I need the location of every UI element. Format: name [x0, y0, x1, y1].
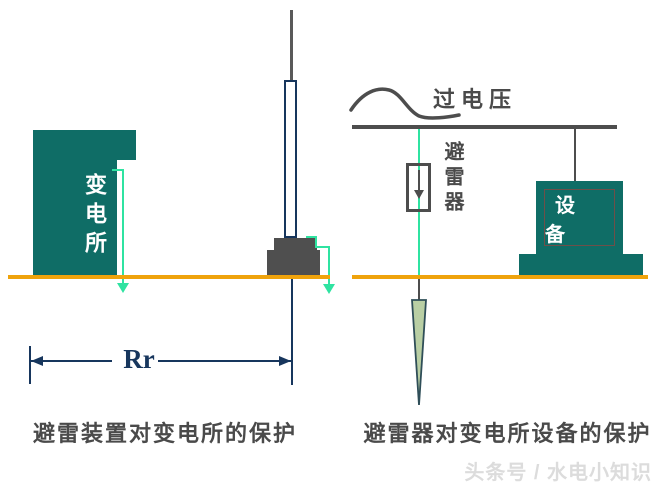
- ground-electrode-spike-icon: [411, 299, 427, 406]
- bus-line: [352, 125, 617, 129]
- overvoltage-label: 过电压: [433, 87, 518, 112]
- dimension-tick-left: [29, 346, 31, 384]
- rod-conductor-seg1: [306, 236, 317, 238]
- equipment-label: 设备: [545, 194, 585, 246]
- equipment-drop-line: [574, 129, 576, 181]
- electrode-lead-line: [418, 279, 420, 301]
- rod-base-lower: [267, 250, 320, 276]
- rod-conductor-arrowhead-icon: [323, 284, 335, 294]
- ground-line-left: [8, 275, 330, 279]
- dimension-arrowhead-left-icon: [31, 356, 43, 366]
- arrester-symbol-box: [406, 163, 431, 212]
- rod-base-upper: [274, 238, 317, 250]
- radius-label: Rr: [123, 344, 155, 374]
- equipment-box: 设备: [536, 181, 623, 254]
- right-caption: 避雷器对变电所设备的保护: [363, 421, 652, 446]
- ground-line-right: [352, 275, 648, 279]
- left-caption: 避雷装置对变电所的保护: [32, 421, 297, 446]
- arrester-arrowhead-icon: [414, 190, 424, 199]
- equipment-pedestal: [519, 254, 643, 276]
- substation-building: [33, 159, 117, 276]
- substation-label: 变电所: [82, 173, 107, 260]
- dimension-arrowhead-right-icon: [279, 356, 291, 366]
- lightning-rod-needle: [290, 10, 293, 80]
- rod-conductor-seg3: [315, 246, 330, 248]
- dimension-tick-right: [291, 279, 293, 385]
- lightning-rod-body: [284, 80, 297, 238]
- overvoltage-wave-icon: [349, 87, 461, 120]
- building-conductor-hook: [112, 169, 124, 171]
- building-conductor-line: [122, 169, 124, 283]
- rod-conductor-seg2: [315, 236, 317, 248]
- equipment-inner-frame: 设备: [544, 189, 615, 246]
- substation-roof-band: [33, 130, 136, 160]
- arrester-drop-line: [418, 129, 420, 277]
- arrester-arrow-shaft: [418, 170, 420, 191]
- rod-conductor-seg4: [328, 246, 330, 284]
- arrester-label: 避雷器: [441, 141, 463, 216]
- dimension-line-left-seg: [31, 360, 112, 362]
- dimension-line-right-seg: [158, 360, 291, 362]
- building-conductor-arrowhead-icon: [117, 283, 129, 293]
- watermark-text: 头条号 / 水电小知识: [464, 462, 652, 484]
